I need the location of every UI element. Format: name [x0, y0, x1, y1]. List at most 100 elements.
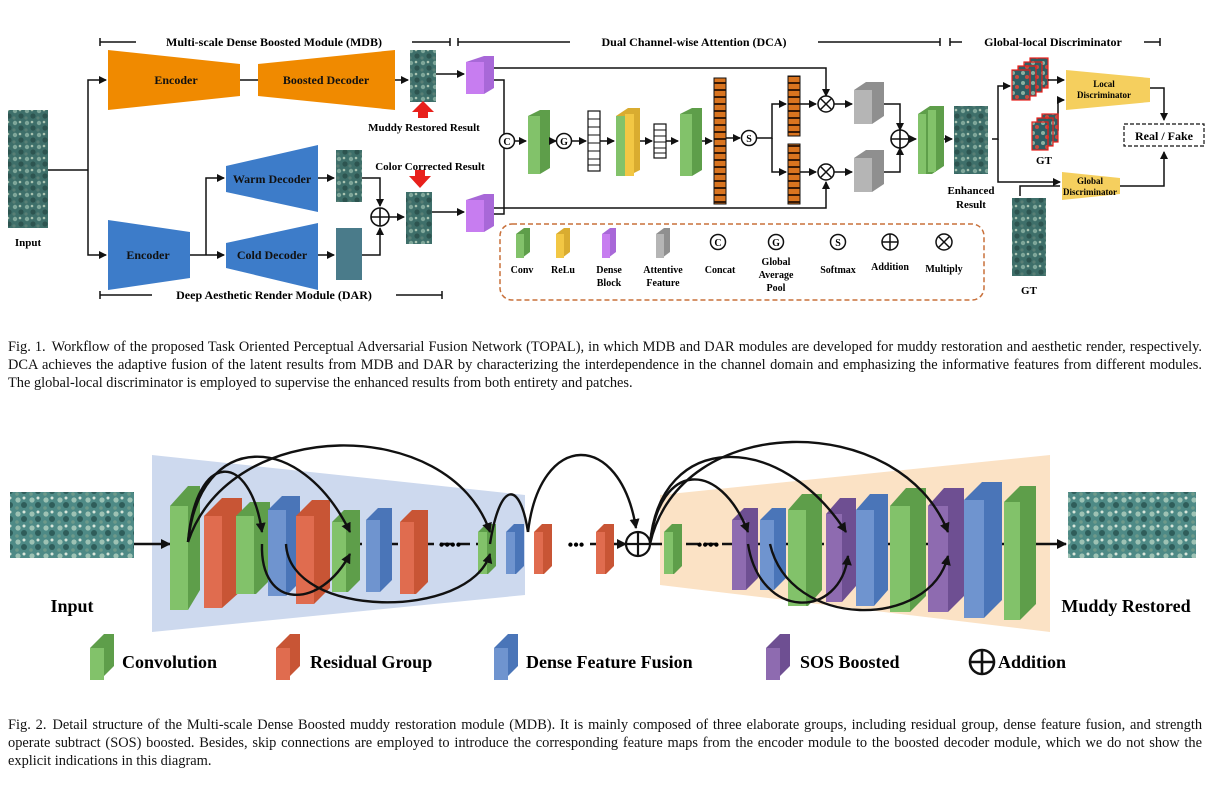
gap-icon: G — [555, 132, 573, 150]
enc-dff-3 — [506, 524, 524, 574]
legend-convolution-label: Convolution — [122, 652, 217, 672]
dec-dff-1 — [760, 508, 786, 590]
legend-convolution-swatch — [90, 634, 114, 680]
legend-softmax-icon: S — [829, 233, 847, 251]
dec-conv-2 — [788, 494, 822, 606]
legend-gap-label-3: Pool — [767, 283, 786, 294]
addition-icon — [370, 207, 390, 227]
multiply-icon-bottom — [817, 163, 835, 181]
warm-decoder-label: Warm Decoder — [233, 172, 312, 186]
svg-text:S: S — [835, 238, 841, 249]
legend-addition-label: Addition — [998, 652, 1066, 672]
section-title-mdb: Multi-scale Dense Boosted Module (MDB) — [166, 35, 382, 49]
real-fake-box — [1123, 123, 1205, 147]
enc-dff-2 — [366, 508, 392, 592]
patch-stack-gt — [1031, 113, 1059, 151]
softmax-icon: S — [740, 129, 758, 147]
muddy-restored-image — [410, 50, 436, 102]
legend-relu-label: ReLu — [551, 265, 575, 276]
global-discriminator — [1062, 172, 1120, 200]
enc-dff-1 — [268, 496, 300, 596]
legend-gap-label-1: Global — [762, 257, 791, 268]
cold-decoder-label: Cold Decoder — [237, 248, 308, 262]
legend-gap-icon: G — [767, 233, 785, 251]
legend-conv-label: Conv — [511, 265, 534, 276]
legend-relu-swatch — [556, 228, 570, 258]
cold-result-image — [336, 228, 362, 280]
legend-dense-label-2: Block — [597, 278, 622, 289]
figure-1-diagram: Multi-scale Dense Boosted Module (MDB) D… — [8, 35, 1205, 302]
legend-attentive-label-1: Attentive — [643, 265, 683, 276]
legend-addition-label: Addition — [871, 262, 909, 273]
svg-text:S: S — [746, 134, 752, 145]
multiply-icon-top — [817, 95, 835, 113]
svg-text:G: G — [772, 238, 780, 249]
legend-addition-icon — [968, 648, 996, 676]
boosted-decoder — [258, 50, 395, 110]
legend-dense-swatch — [494, 634, 518, 680]
enc-conv-2 — [236, 502, 270, 594]
mid-residual-1 — [534, 524, 552, 574]
dar-encoder-label: Encoder — [126, 248, 170, 262]
attentive-feature-bottom — [854, 150, 884, 192]
concat-icon: C — [498, 132, 516, 150]
conv-block-out — [918, 106, 944, 174]
mdb-encoder — [108, 50, 240, 110]
dar-encoder — [108, 220, 190, 290]
patch-stack-enhanced — [1011, 57, 1049, 101]
svg-text:G: G — [560, 137, 568, 148]
dec-dff-2 — [856, 494, 888, 606]
section-header-gld: Global-local Discriminator — [949, 35, 1161, 49]
legend-residual-swatch — [276, 634, 300, 680]
legend-concat-label: Concat — [705, 265, 736, 276]
section-header-dar: Deep Aesthetic Render Module (DAR) — [99, 288, 443, 302]
input-image — [8, 110, 48, 228]
legend-conv-swatch — [516, 228, 530, 258]
enhanced-label-2: Result — [956, 199, 986, 211]
fig2-output-image — [1068, 492, 1196, 558]
figure-2-caption-label: Fig. 2. — [8, 717, 47, 733]
fig2-input-image — [10, 492, 134, 558]
section-title-dca: Dual Channel-wise Attention (DCA) — [601, 35, 786, 49]
dec-dff-3 — [964, 482, 1002, 618]
red-arrow-up-icon — [412, 101, 434, 118]
feature-vector-2 — [653, 123, 667, 159]
gt-label-global: GT — [1021, 285, 1038, 297]
enhanced-label-1: Enhanced — [947, 185, 994, 197]
dec-sos-2 — [826, 498, 856, 602]
gt-label-local: GT — [1036, 155, 1053, 167]
legend-addition-icon — [881, 233, 899, 251]
legend-gap-label-2: Average — [759, 270, 794, 281]
dense-block-bottom — [466, 194, 494, 232]
warm-result-image — [336, 150, 362, 202]
legend-dense-label-1: Dense — [596, 265, 622, 276]
long-skip-arc — [526, 453, 640, 533]
mdb-encoder-label: Encoder — [154, 73, 198, 87]
figure-2-caption-text: Detail structure of the Multi-scale Dens… — [8, 717, 1203, 769]
local-discriminator — [1066, 70, 1150, 110]
legend-dense-swatch — [602, 228, 616, 258]
enc-residual-1 — [204, 498, 242, 608]
section-title-dar: Deep Aesthetic Render Module (DAR) — [176, 288, 372, 302]
legend-multiply-icon — [935, 233, 953, 251]
legend-residual-label: Residual Group — [310, 652, 432, 672]
legend-softmax-label: Softmax — [820, 265, 856, 276]
decoder-dense-arcs — [648, 440, 951, 612]
color-corrected-label: Color Corrected Result — [375, 161, 485, 173]
figure-1-caption-text: Workflow of the proposed Task Oriented P… — [8, 339, 1202, 391]
conv-block-1 — [528, 110, 550, 174]
legend-sos-label: SOS Boosted — [800, 652, 900, 672]
legend-attentive-swatch — [656, 228, 670, 258]
input-label: Input — [15, 237, 42, 249]
figure-2-caption: Fig. 2.Detail structure of the Multi-sca… — [8, 716, 1202, 770]
color-corrected-image — [406, 192, 432, 244]
muddy-restored-label: Muddy Restored Result — [368, 122, 480, 134]
fig2-output-label: Muddy Restored — [1061, 596, 1190, 616]
conv-relu-block — [616, 108, 640, 176]
section-header-dca: Dual Channel-wise Attention (DCA) — [457, 35, 941, 49]
enhanced-result-image — [954, 106, 988, 174]
dense-block-top — [466, 56, 494, 94]
attentive-feature-top — [854, 82, 884, 124]
global-discriminator-label-2: Discriminator — [1063, 187, 1117, 197]
warm-decoder — [226, 145, 318, 212]
